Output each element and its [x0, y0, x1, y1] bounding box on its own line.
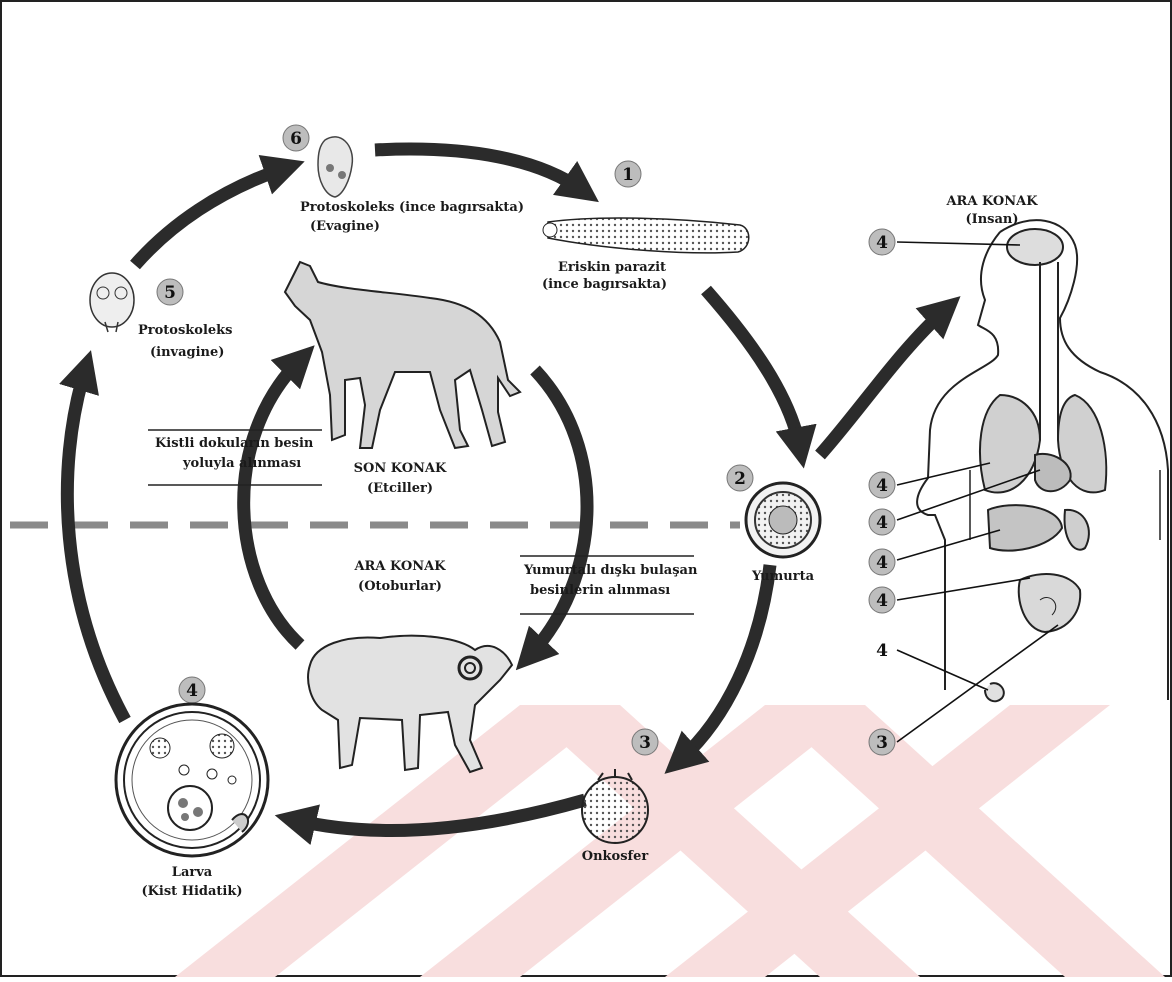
site-heart-badge: 4 [869, 509, 895, 535]
arrow-6-to-1 [375, 149, 582, 190]
human-illustration [917, 220, 1168, 701]
label-stage1-line1: Eriskin parazit [558, 260, 666, 275]
svg-text:1: 1 [622, 165, 634, 185]
intestine-illustration [1019, 574, 1080, 632]
egg-ingestion-line1: Yumurtalı dışkı bulaşan [523, 563, 698, 578]
label-stage4-line1: Larva [172, 865, 213, 880]
site-brain-badge: 4 [869, 229, 895, 255]
arrow-sheep-to-dog [244, 360, 300, 645]
lung-left-illustration [980, 395, 1040, 493]
arrow-egg-to-human [820, 310, 945, 455]
human-site-markers: 4 4 4 4 4 4 3 [869, 229, 1058, 755]
arrow-5-to-6 [135, 168, 285, 265]
svg-text:4: 4 [186, 681, 198, 701]
arrow-1-to-2 [706, 290, 800, 448]
badge-6: 6 [283, 125, 309, 151]
svg-text:3: 3 [639, 733, 651, 753]
svg-text:6: 6 [290, 129, 302, 149]
site-lung-badge: 4 [869, 472, 895, 498]
adult-parasite-illustration [543, 218, 749, 253]
svg-text:3: 3 [876, 733, 888, 753]
cyst-ingestion-line2: yoluyla alınması [182, 456, 301, 471]
label-stage4-line2: (Kist Hidatik) [141, 884, 242, 899]
svg-text:4: 4 [876, 641, 888, 661]
label-stage1-line2: (ince bagırsakta) [542, 277, 667, 292]
arrow-dog-to-sheep [530, 370, 587, 655]
badge-5: 5 [157, 279, 183, 305]
hydatid-cyst-illustration [116, 704, 268, 856]
svg-text:4: 4 [876, 553, 888, 573]
watermark [175, 705, 1165, 977]
human-host-line1: ARA KONAK [945, 194, 1038, 209]
human-host-line2: (Insan) [965, 212, 1018, 227]
protoscolex-evaginated-illustration [318, 137, 352, 197]
label-stage5-line1: Protoskoleks [138, 323, 233, 338]
stomach-illustration [1065, 510, 1089, 550]
badge-4: 4 [179, 677, 205, 703]
intermediate-host-line1: ARA KONAK [353, 559, 446, 574]
egg-illustration [746, 483, 820, 557]
svg-text:4: 4 [876, 513, 888, 533]
site-bone-label: 4 [876, 641, 888, 661]
badge-1: 1 [615, 161, 641, 187]
site-liver-badge: 4 [869, 549, 895, 575]
arrow-4-to-5 [67, 370, 125, 720]
svg-text:2: 2 [734, 469, 746, 489]
label-stage5-line2: (invagine) [150, 345, 224, 360]
cyst-ingestion-line1: Kistli dokuların besin [155, 436, 314, 451]
badge-3: 3 [632, 729, 658, 755]
label-stage6-line2: (Evagine) [310, 219, 380, 234]
label-stage6-line1: Protoskoleks (ince bagırsakta) [300, 200, 524, 215]
svg-text:4: 4 [876, 233, 888, 253]
bone-illustration [985, 683, 1004, 701]
svg-text:4: 4 [876, 591, 888, 611]
dog-illustration [285, 262, 520, 448]
definitive-host-line2: (Etciller) [367, 481, 433, 496]
brain-illustration [1007, 229, 1063, 265]
protoscolex-invaginated-illustration [90, 273, 134, 332]
svg-text:5: 5 [164, 283, 176, 303]
site-kidney-badge: 4 [869, 587, 895, 613]
site-intestine-badge: 3 [869, 729, 895, 755]
intermediate-host-line2: (Otoburlar) [358, 579, 442, 594]
label-stage2: Yumurta [751, 569, 815, 584]
definitive-host-line1: SON KONAK [354, 461, 447, 476]
label-stage3: Onkosfer [582, 849, 649, 864]
liver-illustration [988, 505, 1062, 551]
trachea-illustration [1040, 262, 1058, 440]
svg-text:4: 4 [876, 476, 888, 496]
egg-ingestion-line2: besinlerin alınması [530, 583, 670, 598]
badge-2: 2 [727, 465, 753, 491]
